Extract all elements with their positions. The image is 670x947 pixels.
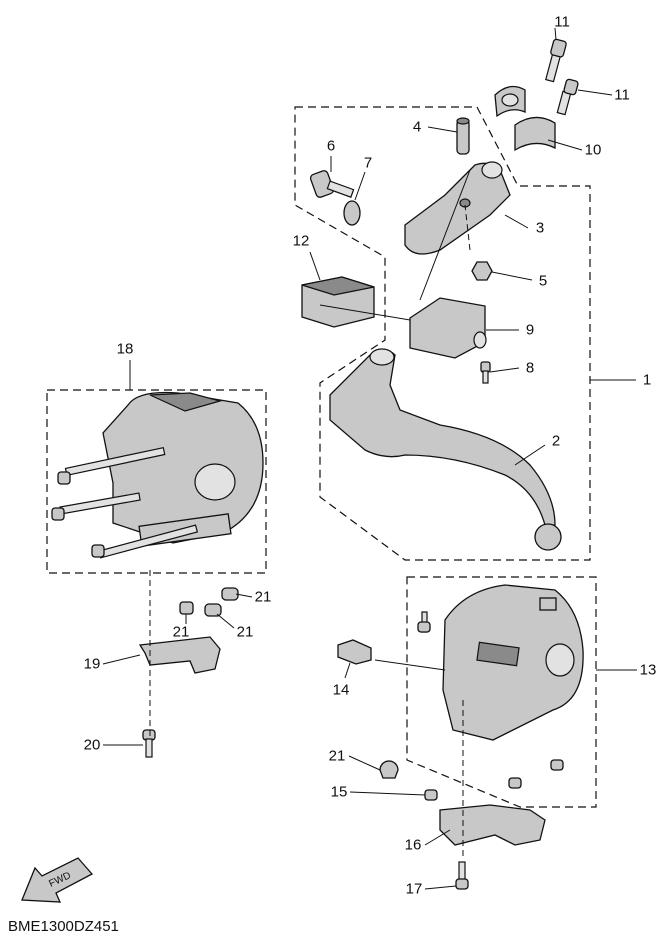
clutch-lever-2 xyxy=(329,348,562,551)
group-1-outline xyxy=(294,106,591,561)
callout-15: 15 xyxy=(330,783,348,801)
callout-12: 12 xyxy=(292,232,310,250)
bolt-11-upper xyxy=(545,38,567,83)
bolt-20 xyxy=(142,729,156,758)
switch-9 xyxy=(409,297,487,359)
callout-21: 21 xyxy=(236,623,254,641)
callout-10: 10 xyxy=(584,141,602,159)
callout-5: 5 xyxy=(538,272,548,290)
callout-8: 8 xyxy=(525,359,535,377)
screws-13 xyxy=(417,611,564,801)
adjuster-6 xyxy=(309,170,355,198)
part-14 xyxy=(337,639,372,665)
callout-17: 17 xyxy=(405,880,423,898)
switch-housing-13 xyxy=(442,584,584,741)
leader-lines xyxy=(102,27,637,890)
fwd-arrow-icon xyxy=(21,857,94,903)
group-18-outline xyxy=(46,389,267,574)
screw-8 xyxy=(480,361,491,384)
callout-1: 1 xyxy=(642,371,652,389)
callout-21: 21 xyxy=(328,747,346,765)
washer-7 xyxy=(343,200,361,226)
switch-12 xyxy=(301,276,375,328)
clips-21 xyxy=(179,587,399,779)
switch-housing-18 xyxy=(102,391,264,547)
callout-21: 21 xyxy=(254,588,272,606)
callout-16: 16 xyxy=(404,836,422,854)
lever-bracket-3 xyxy=(404,161,511,255)
bolt-17 xyxy=(455,861,469,890)
callout-18: 18 xyxy=(116,340,134,358)
callout-19: 19 xyxy=(83,655,101,673)
callout-21: 21 xyxy=(172,623,190,641)
bracket-19 xyxy=(138,636,221,674)
callout-11: 11 xyxy=(554,13,570,31)
callout-14: 14 xyxy=(332,681,350,699)
screws-18 xyxy=(51,446,199,559)
group-13-outline xyxy=(406,576,597,808)
callout-7: 7 xyxy=(363,154,373,172)
callout-3: 3 xyxy=(535,219,545,237)
callout-20: 20 xyxy=(83,736,101,754)
clamp-10 xyxy=(494,85,556,152)
callout-6: 6 xyxy=(326,137,336,155)
callout-11: 11 xyxy=(614,86,630,104)
callout-2: 2 xyxy=(551,432,561,450)
callout-9: 9 xyxy=(525,321,535,339)
pivot-bolt-4 xyxy=(456,117,470,155)
callout-13: 13 xyxy=(639,661,657,679)
nut-5 xyxy=(471,261,493,281)
bolt-11-lower xyxy=(556,78,579,116)
diagram-code: BME1300DZ451 xyxy=(8,918,119,935)
callout-4: 4 xyxy=(412,118,422,136)
bracket-16 xyxy=(439,804,546,846)
